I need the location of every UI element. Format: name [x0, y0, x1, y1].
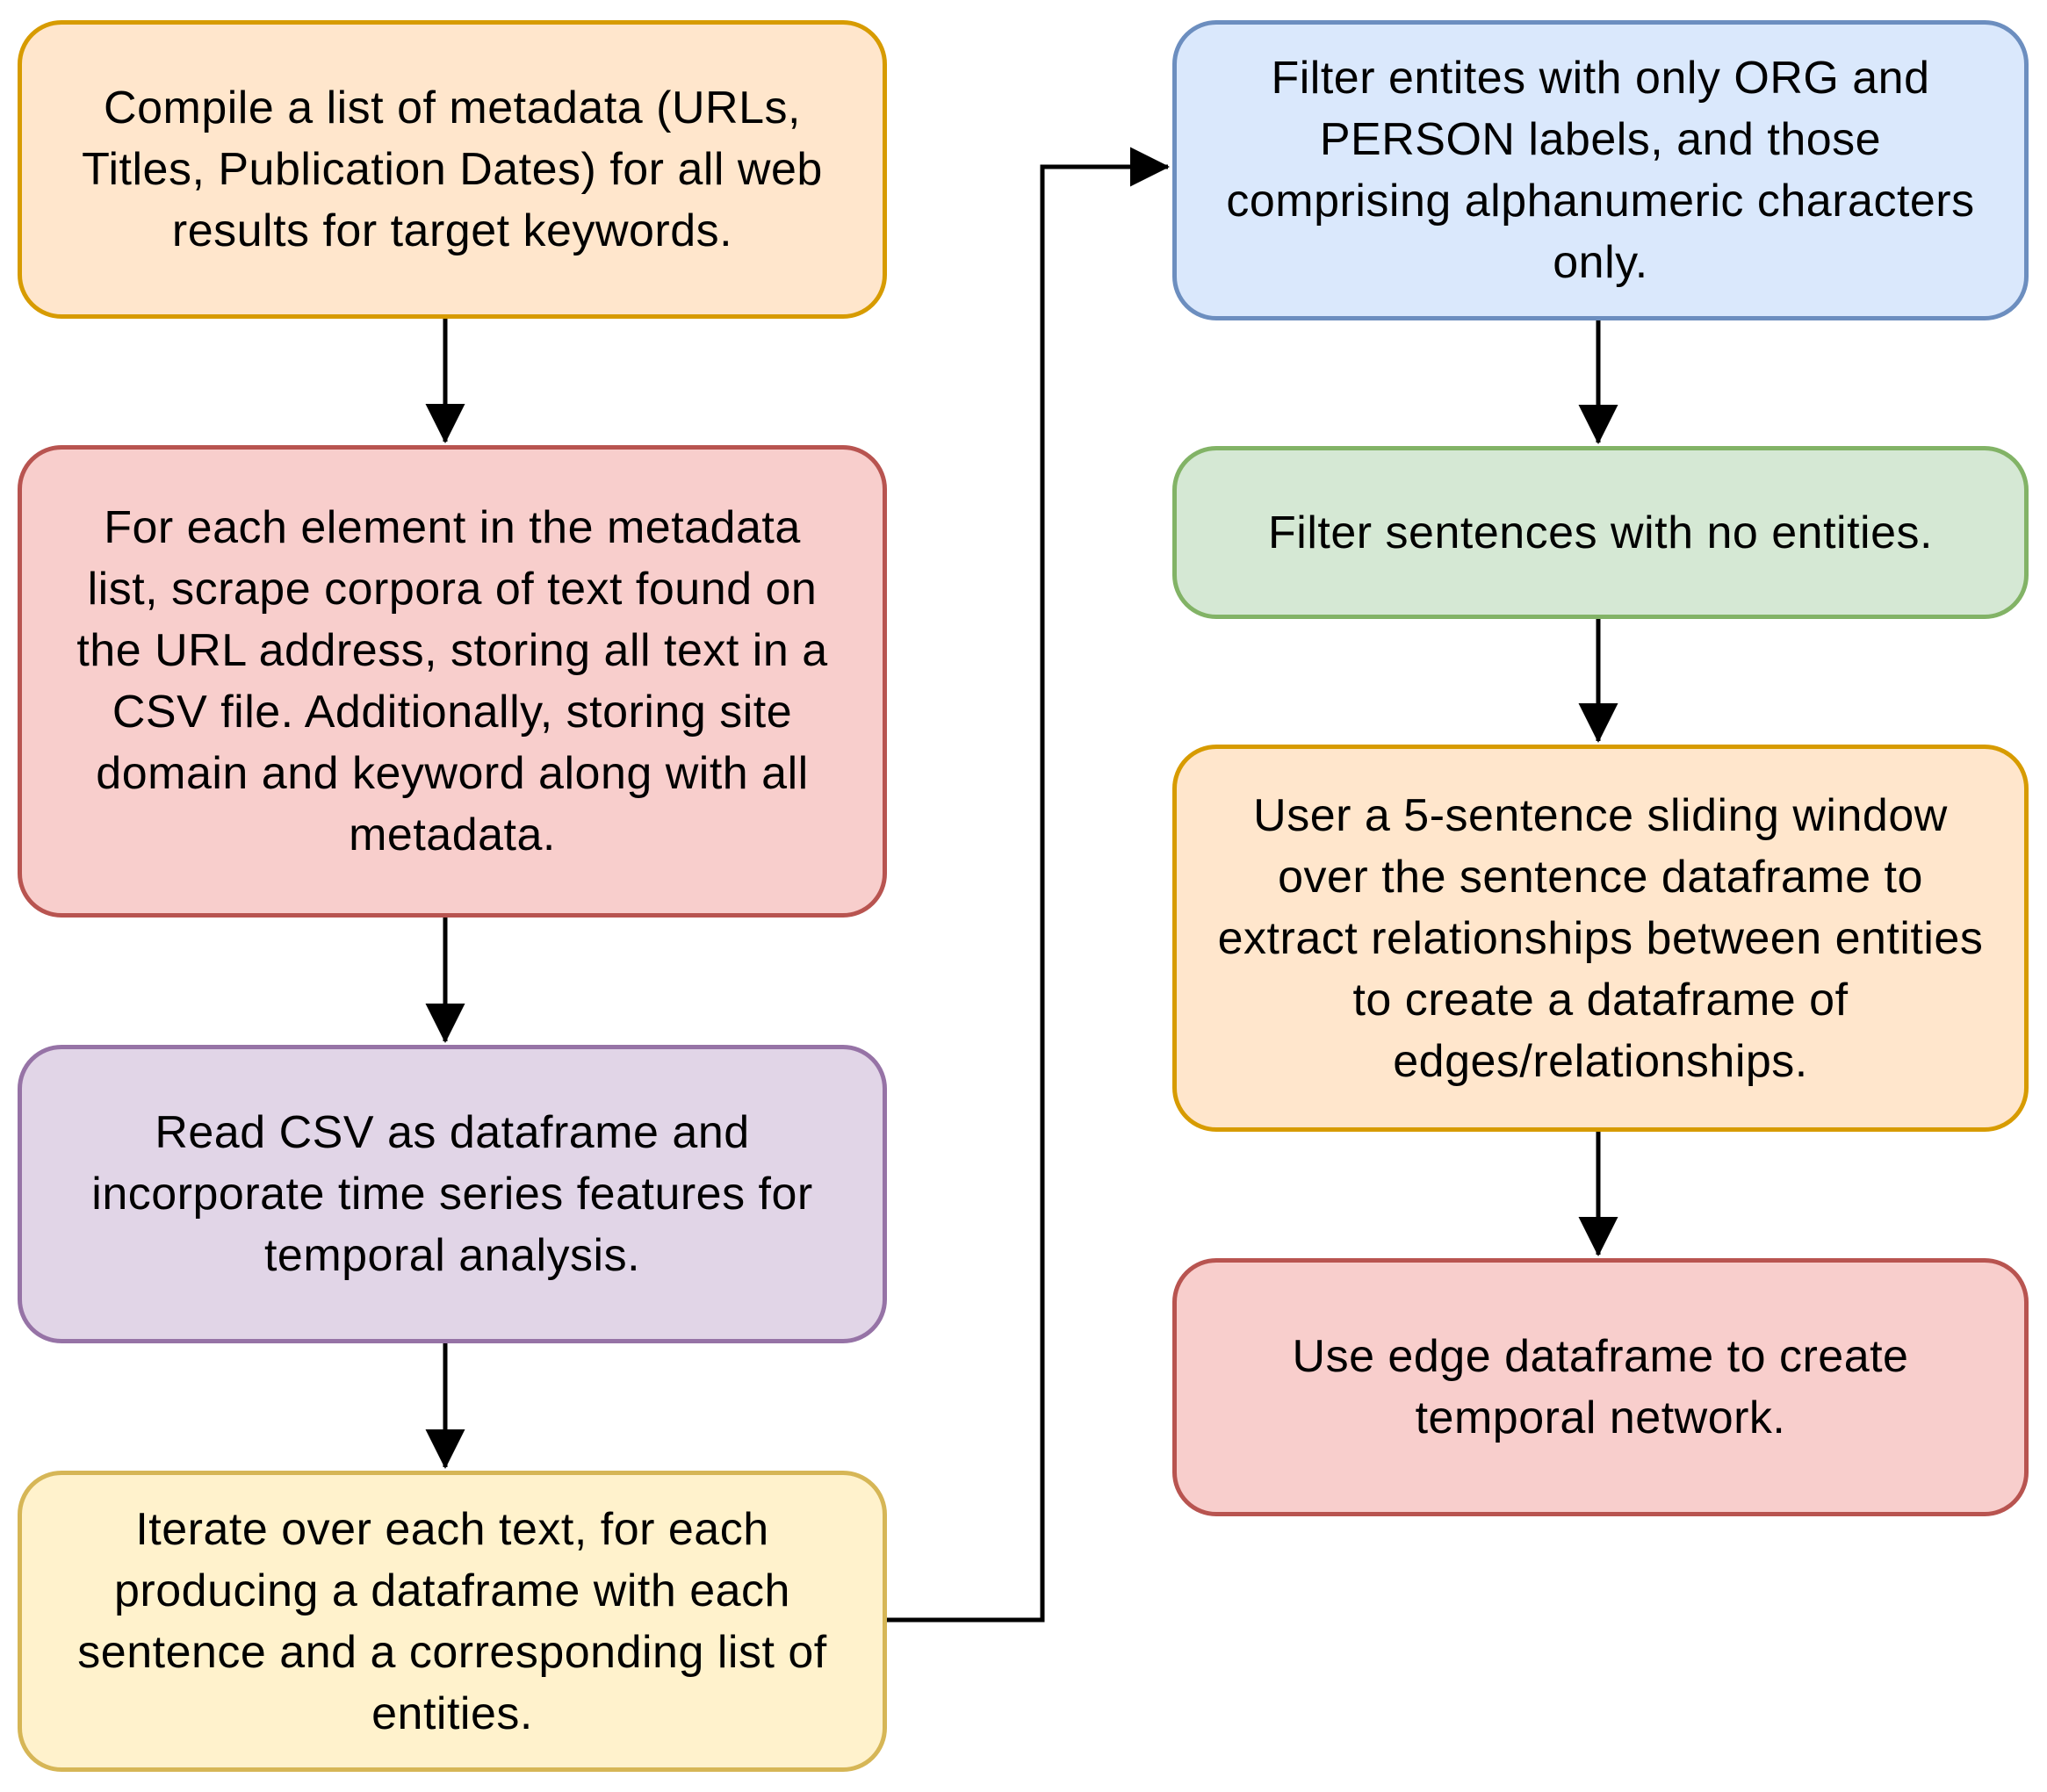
flow-node-text: Filter entites with only ORG and PERSON …: [1226, 53, 1975, 288]
flow-node-text: User a 5-sentence sliding window over th…: [1217, 789, 1984, 1087]
flow-node-sliding-window: User a 5-sentence sliding window over th…: [1172, 745, 2029, 1132]
flow-node-temporal-network: Use edge dataframe to create temporal ne…: [1172, 1258, 2029, 1516]
flow-node-read-csv-dataframe: Read CSV as dataframe and incorporate ti…: [18, 1045, 887, 1343]
flow-node-text: Read CSV as dataframe and incorporate ti…: [91, 1107, 813, 1281]
flow-node-filter-entities: Filter entites with only ORG and PERSON …: [1172, 20, 2029, 320]
flow-node-text: Use edge dataframe to create temporal ne…: [1292, 1331, 1909, 1443]
flow-node-scrape-corpora: For each element in the metadata list, s…: [18, 445, 887, 918]
flow-node-text: For each element in the metadata list, s…: [76, 502, 828, 860]
arrow-iterate-to-filter-entities: [887, 147, 1170, 1623]
flow-node-text: Compile a list of metadata (URLs, Titles…: [82, 83, 823, 256]
flow-node-compile-metadata: Compile a list of metadata (URLs, Titles…: [18, 20, 887, 319]
flow-node-text: Iterate over each text, for each produci…: [77, 1503, 827, 1739]
flow-node-iterate-texts: Iterate over each text, for each produci…: [18, 1471, 887, 1772]
flow-node-filter-sentences: Filter sentences with no entities.: [1172, 446, 2029, 619]
flow-node-text: Filter sentences with no entities.: [1268, 507, 1933, 558]
